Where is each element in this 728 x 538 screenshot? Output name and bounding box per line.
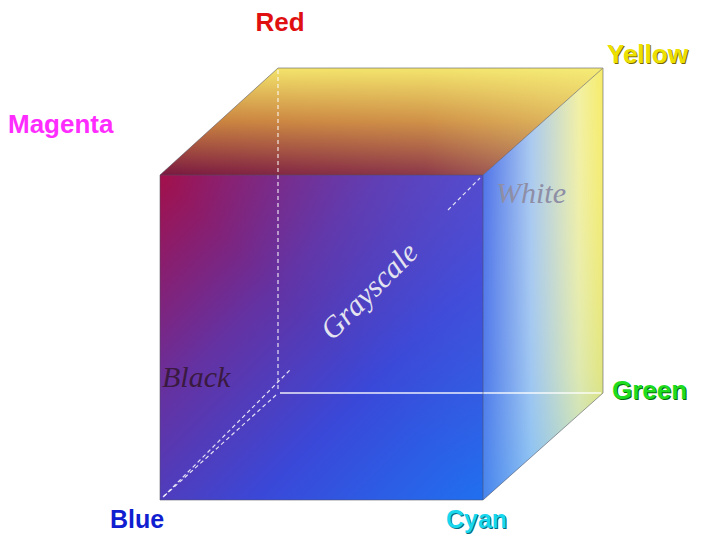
vertex-label: White — [496, 176, 566, 209]
vertex-label: Red — [255, 8, 304, 37]
vertex-label: Yellow — [607, 40, 688, 69]
vertex-label: Green — [612, 376, 687, 405]
right-face — [483, 68, 603, 500]
grayscale-diagonal — [448, 178, 480, 210]
front-face-shade — [160, 175, 483, 500]
vertex-label: Black — [162, 360, 230, 393]
vertex-label: Blue — [110, 506, 164, 534]
front-face — [160, 175, 483, 500]
right-face-shade — [483, 68, 603, 500]
vertex-label: Cyan — [446, 506, 507, 534]
hidden-edge — [280, 392, 601, 393]
hidden-edge — [162, 395, 276, 498]
hidden-edge — [277, 70, 278, 391]
axis-label: Grayscale — [314, 235, 425, 346]
cube-edges — [160, 68, 603, 500]
vertex-label: Magenta — [8, 110, 113, 139]
